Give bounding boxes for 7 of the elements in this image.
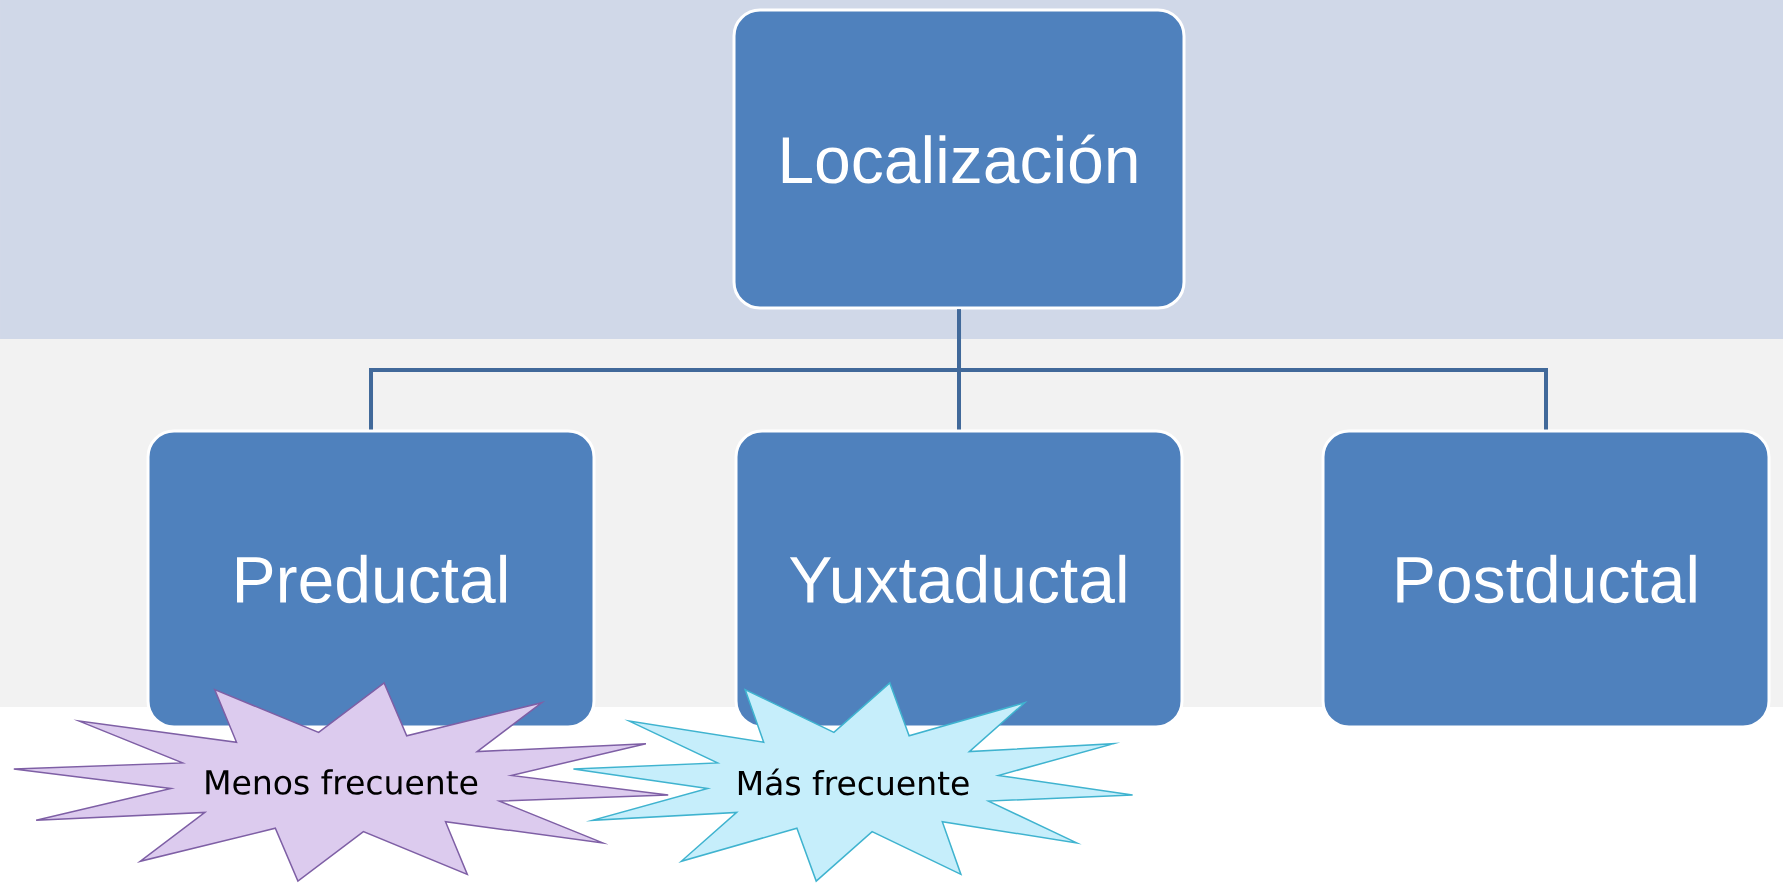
process-box: Postductal [1321, 429, 1771, 729]
starburst: Menos frecuente [13, 681, 669, 883]
connector-line [957, 309, 1548, 430]
process-box: Yuxtaductal [734, 429, 1184, 729]
process-box: Localización [732, 8, 1186, 310]
starburst: Más frecuente [572, 681, 1134, 883]
process-box: Preductal [146, 429, 596, 729]
